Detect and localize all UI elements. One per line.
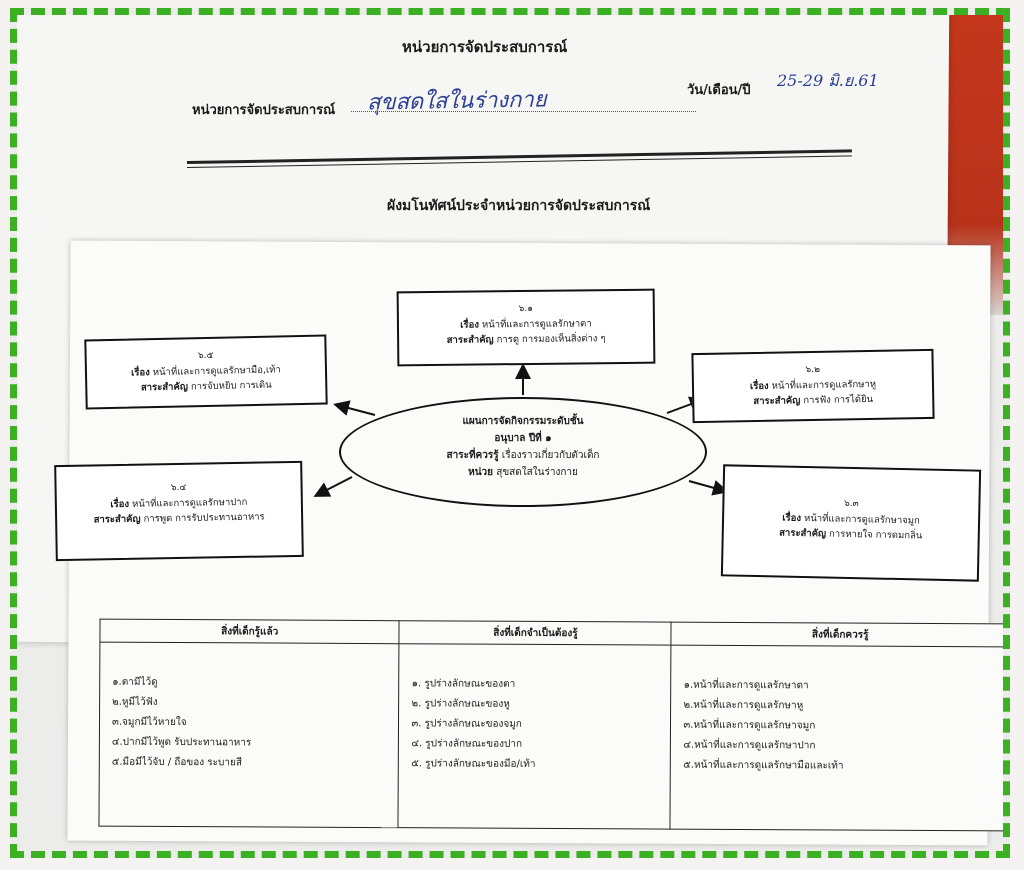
list-item: ๑. รูปร่างลักษณะของตา	[411, 678, 516, 690]
list-item: ๔. รูปร่างลักษณะของปาก	[411, 738, 523, 750]
concept-box-ear: ๖.๒ เรื่อง หน้าที่และการดูแลรักษาหู สาระ…	[691, 348, 935, 424]
list-item: ๑.ตามีไว้ดู	[112, 676, 158, 688]
date-label: วัน/เดือน/ปี	[687, 83, 751, 98]
arrow-to-box5	[333, 400, 376, 416]
document-title: หน่วยการจัดประสบการณ์	[402, 38, 568, 56]
header-should-know: สิ่งที่เด็กควรรู้	[671, 622, 1003, 647]
arrow-to-box4	[313, 476, 353, 497]
list-item: ๔.หน้าที่และการดูแลรักษาปาก	[683, 739, 816, 752]
list-item: ๓.จมูกมีไว้หายใจ	[111, 716, 187, 729]
date-handwritten-value: 25-29 มิ.ย.61	[777, 71, 879, 90]
unit-dotted-line	[351, 111, 696, 112]
concept-box-hand-foot: ๖.๕ เรื่อง หน้าที่และการดูแลรักษามือ,เท้…	[84, 334, 328, 410]
list-item: ๒.หูมีไว้ฟัง	[112, 696, 158, 708]
arrow-to-box3	[688, 480, 729, 496]
header-known: สิ่งที่เด็กรู้แล้ว	[99, 619, 400, 644]
column-known: ๑.ตามีไว้ดู ๒.หูมีไว้ฟัง ๓.จมูกมีไว้หายใ…	[98, 642, 400, 828]
concept-box-nose: ๖.๓ เรื่อง หน้าที่และการดูแลรักษาจมูก สา…	[720, 464, 982, 582]
list-item: ๓. รูปร่างลักษณะของจมูก	[411, 718, 522, 730]
list-item: ๕.หน้าที่และการดูแลรักษามือและเท้า	[683, 759, 844, 772]
concept-box-mouth: ๖.๔ เรื่อง หน้าที่และการดูแลรักษาปาก สาร…	[54, 460, 304, 562]
concept-box-eye: ๖.๑ เรื่อง หน้าที่และการดูแลรักษาตา สาระ…	[396, 288, 656, 367]
header-must-know: สิ่งที่เด็กจำเป็นต้องรู้	[399, 620, 672, 646]
list-item: ๒.หน้าที่และการดูแลรักษาหู	[683, 699, 804, 712]
photo-frame: หน่วยการจัดประสบการณ์ หน่วยการจัดประสบกา…	[10, 8, 1010, 858]
list-item: ๕. รูปร่างลักษณะของมือ/เท้า	[411, 758, 536, 770]
list-item: ๔.ปากมีไว้พูด รับประทานอาหาร	[111, 736, 252, 749]
list-item: ๕.มือมีไว้จับ / ถือของ ระบายสี	[111, 756, 242, 769]
list-item: ๓.หน้าที่และการดูแลรักษาจมูก	[683, 719, 816, 732]
unit-label: หน่วยการจัดประสบการณ์	[192, 103, 336, 118]
central-ellipse: แผนการจัดกิจกรรมระดับชั้น อนุบาล ปีที่ ๑…	[339, 397, 707, 507]
list-item: ๒. รูปร่างลักษณะของหู	[411, 698, 510, 710]
column-should-know: ๑.หน้าที่และการดูแลรักษาตา ๒.หน้าที่และก…	[670, 645, 1003, 831]
concept-map-title: ผังมโนทัศน์ประจำหน่วยการจัดประสบการณ์	[387, 198, 651, 214]
knowledge-table: สิ่งที่เด็กรู้แล้ว สิ่งที่เด็กจำเป็นต้อง…	[98, 618, 1003, 832]
column-must-know: ๑. รูปร่างลักษณะของตา ๒. รูปร่างลักษณะขอ…	[398, 643, 672, 830]
list-item: ๑.หน้าที่และการดูแลรักษาตา	[683, 679, 809, 692]
